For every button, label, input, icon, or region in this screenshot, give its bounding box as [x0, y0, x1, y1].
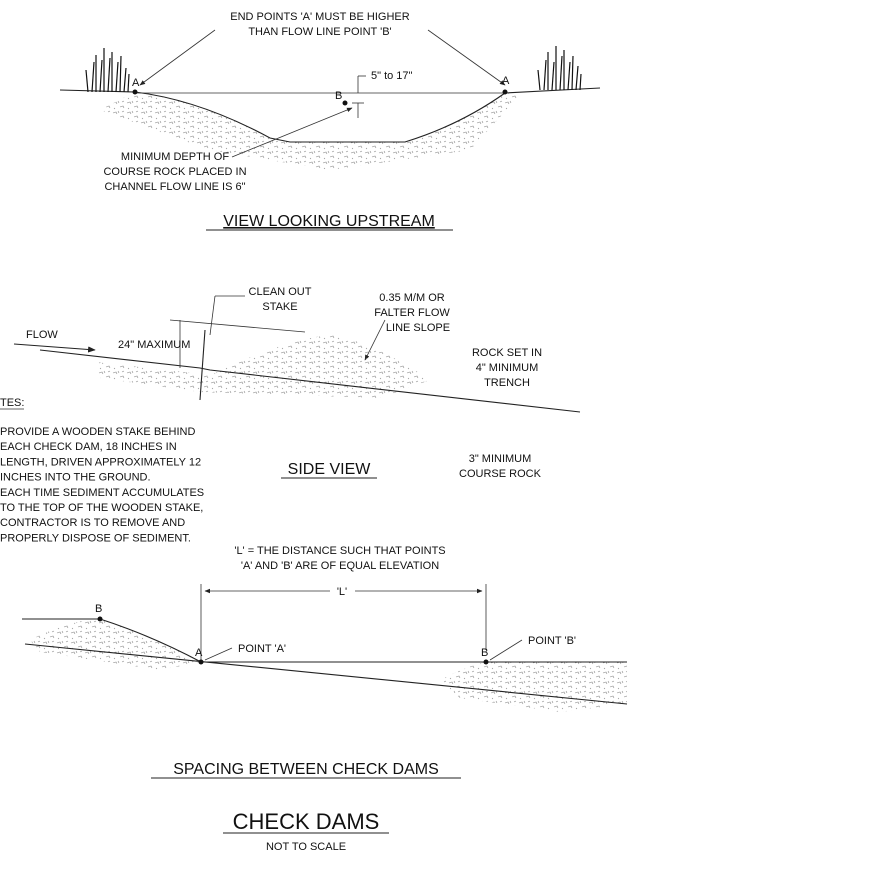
note-line: INCHES INTO THE GROUND.	[0, 472, 151, 484]
clean-out-line-2: STAKE	[262, 301, 297, 313]
note-line: EACH CHECK DAM, 18 INCHES IN	[0, 441, 177, 453]
right-point-a	[502, 89, 508, 95]
clean-out-leader	[209, 295, 216, 336]
main-title: CHECK DAMS	[233, 809, 380, 834]
l-label: 'L'	[337, 586, 347, 598]
channel-bed-line	[24, 643, 628, 705]
slope-line-3: LINE SLOPE	[386, 322, 450, 334]
point-a-label: POINT 'A'	[238, 643, 286, 655]
point-a-marker	[198, 659, 204, 665]
side-view-title: SIDE VIEW	[288, 461, 372, 478]
channel-rock-fill	[100, 92, 520, 170]
depth-line-1: MINIMUM DEPTH OF	[121, 151, 229, 163]
a-label: A	[195, 647, 203, 659]
note-line: LENGTH, DRIVEN APPROXIMATELY 12	[0, 456, 201, 468]
side-rock-fill	[95, 335, 430, 398]
point-b	[342, 100, 348, 106]
leader-to-left-a	[139, 29, 216, 86]
point-b-marker	[483, 659, 489, 665]
leader-to-right-a	[427, 29, 506, 86]
spacing-view: 'L' = THE DISTANCE SUCH THAT POINTS 'A' …	[22, 545, 628, 779]
channel-ground-line	[59, 87, 601, 143]
b-label: B	[481, 647, 488, 659]
point-b-leader	[489, 639, 523, 661]
left-grass-tuft	[85, 48, 130, 93]
stake-top-line	[169, 319, 306, 333]
upstream-view: END POINTS 'A' MUST BE HIGHER THAN FLOW …	[59, 11, 601, 231]
depth-line-2: COURSE ROCK PLACED IN	[103, 166, 246, 178]
flow-label: FLOW	[26, 329, 58, 341]
left-a-label: A	[132, 77, 140, 89]
trench-line-2: 4" MINIMUM	[476, 362, 539, 374]
slope-line-1: 0.35 M/M OR	[379, 292, 444, 304]
course-rock-line-2: COURSE ROCK	[459, 468, 542, 480]
spacing-def-line-1: 'L' = THE DISTANCE SUCH THAT POINTS	[234, 545, 445, 557]
left-point-a	[132, 89, 138, 95]
dim-5-17-label: 5" to 17"	[371, 70, 413, 82]
max-label: 24" MAXIMUM	[118, 339, 190, 351]
trench-line-1: ROCK SET IN	[472, 347, 542, 359]
upstream-b-label: B	[95, 603, 102, 615]
drawing-title-block: CHECK DAMS NOT TO SCALE	[223, 809, 389, 853]
side-ground-line	[39, 349, 581, 413]
downstream-dam-rock	[440, 662, 627, 712]
notes-block: TES: PROVIDE A WOODEN STAKE BEHIND EACH C…	[0, 397, 204, 544]
note-line: PROVIDE A WOODEN STAKE BEHIND	[0, 426, 195, 438]
course-rock-line-1: 3" MINIMUM	[469, 453, 532, 465]
upstream-note-line-2: THAN FLOW LINE POINT 'B'	[248, 26, 391, 38]
scale-note: NOT TO SCALE	[266, 841, 346, 853]
note-line: PROPERLY DISPOSE OF SEDIMENT.	[0, 532, 191, 544]
side-view: CLEAN OUT STAKE 0.35 M/M OR FALTER FLOW …	[13, 286, 581, 480]
wooden-stake	[199, 329, 206, 401]
depth-line-3: CHANNEL FLOW LINE IS 6"	[104, 181, 245, 193]
right-a-label: A	[502, 75, 510, 87]
upstream-dam-face	[99, 618, 202, 663]
right-grass-tuft	[537, 46, 582, 91]
b-label: B	[335, 90, 342, 102]
upstream-note-line-1: END POINTS 'A' MUST BE HIGHER	[230, 11, 409, 23]
trench-line-3: TRENCH	[484, 377, 530, 389]
upstream-dam-rock	[30, 619, 201, 670]
point-b-label: POINT 'B'	[528, 635, 576, 647]
notes-lines: PROVIDE A WOODEN STAKE BEHIND EACH CHECK …	[0, 426, 204, 544]
slope-line-2: FALTER FLOW	[374, 307, 450, 319]
note-line: EACH TIME SEDIMENT ACCUMULATES	[0, 487, 204, 499]
upstream-title: VIEW LOOKING UPSTREAM	[223, 213, 435, 230]
upstream-point-b	[97, 616, 103, 622]
flow-arrow	[13, 343, 96, 353]
depth-leader	[231, 107, 353, 158]
notes-heading: TES:	[0, 397, 24, 409]
note-line: TO THE TOP OF THE WOODEN STAKE,	[0, 502, 203, 514]
clean-out-line-1: CLEAN OUT	[249, 286, 312, 298]
spacing-title: SPACING BETWEEN CHECK DAMS	[173, 761, 439, 778]
spacing-def-line-2: 'A' AND 'B' ARE OF EQUAL ELEVATION	[241, 560, 439, 572]
note-line: CONTRACTOR IS TO REMOVE AND	[0, 517, 185, 529]
point-a-leader	[204, 647, 233, 661]
